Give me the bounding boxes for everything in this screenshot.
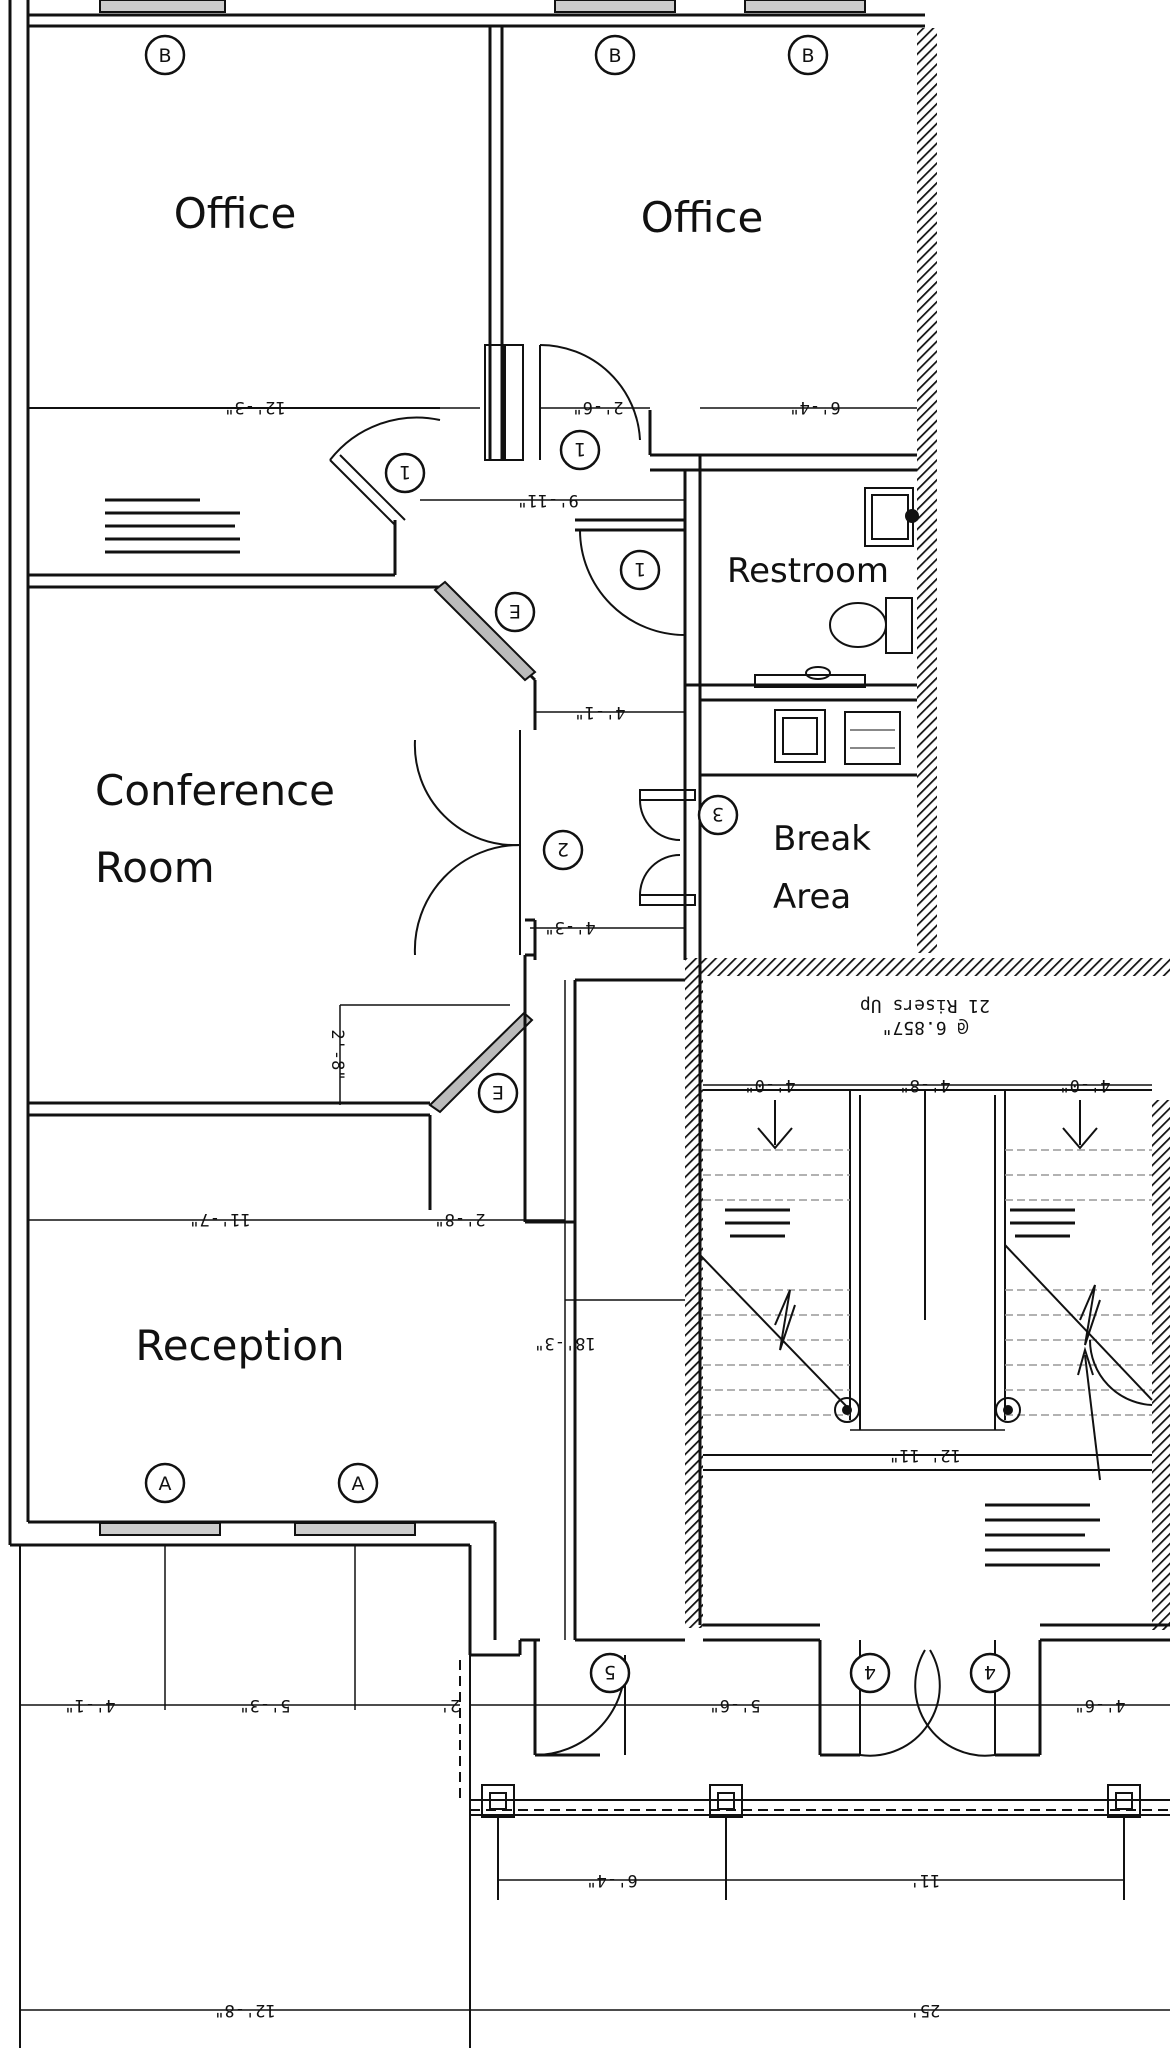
tag-corridor-1: 1: [399, 461, 411, 483]
dim-bottom-right: 4'-6": [1074, 1695, 1125, 1715]
tag-conf-upper: E: [509, 600, 521, 622]
tag-corridor-2: 1: [574, 438, 586, 460]
tag-entry-side: 5: [604, 1661, 616, 1683]
reception-hall: [523, 955, 577, 1640]
tag-break: 3: [712, 803, 724, 825]
bottom-windows: [99, 1522, 416, 1536]
dim-stair-top-left: 4'-0": [744, 1075, 795, 1095]
door-tags: [144, 34, 1011, 1694]
tag-restroom: 1: [634, 558, 646, 580]
dim-office-door-gap: 2'-6": [572, 397, 623, 417]
dimension-labels: 12'-3" 2'-6" 6'-4" 9'-11" 4'-1" 4'-3" 2'…: [64, 397, 1125, 2020]
dim-stair-top-right: 4'-0": [1059, 1075, 1110, 1095]
dim-total-left: 12'-8": [214, 2000, 275, 2020]
conference-double-door: [413, 730, 521, 956]
stair-risers-line2: @ 6.857": [882, 1017, 969, 1038]
dim-conf-door: 4'-3": [544, 917, 595, 937]
conference-upper-door: [433, 580, 537, 682]
stairs: [699, 1089, 1153, 1567]
dim-corridor-width: 9'-11": [517, 490, 578, 510]
dim-bottom-left-1: 4'-1": [64, 1695, 115, 1715]
tag-office-right-2: B: [801, 45, 814, 67]
room-label-conference-line2: Room: [95, 843, 215, 892]
top-windows: [99, 0, 866, 13]
room-label-break-line2: Area: [773, 877, 851, 917]
restroom-fixtures: [754, 487, 919, 688]
interior-walls: [28, 26, 1170, 1757]
dim-reception-width: 11'-7": [189, 1209, 250, 1229]
conference-lower-door: [428, 1011, 534, 1114]
tag-conf-lower: E: [492, 1081, 504, 1103]
office-door: [484, 343, 641, 461]
tag-window-1: A: [159, 1473, 172, 1495]
tag-office-left: B: [158, 45, 171, 67]
stair-labels: 21 Risers Up @ 6.857": [860, 995, 990, 1038]
dim-stair-top-mid: 4'-8": [899, 1075, 950, 1095]
dim-bottom-mid: 5'-6": [709, 1695, 760, 1715]
tag-conference: 2: [557, 838, 569, 860]
dim-canopy-left: 6'-4": [586, 1870, 637, 1890]
room-label-restroom: Restroom: [727, 551, 889, 591]
room-label-office-left: Office: [174, 189, 297, 238]
storage-note: [105, 498, 240, 554]
dim-hall-length: 18'-3": [534, 1333, 595, 1353]
dim-conf-depth: 2'-8": [327, 1029, 347, 1080]
canopy: [459, 1660, 1170, 1900]
tag-office-right-1: B: [608, 45, 621, 67]
dim-canopy-mid: 11': [910, 1870, 941, 1890]
exterior-walls: [8, 0, 925, 2048]
dim-total-right: 25': [910, 2000, 941, 2020]
room-label-reception: Reception: [135, 1321, 344, 1370]
restroom-door: [579, 529, 686, 636]
dim-office-left-width: 12'-3": [224, 397, 285, 417]
dim-reception-gap: 2'-8": [434, 1209, 485, 1229]
room-label-office-right: Office: [641, 193, 764, 242]
dim-stair-bottom: 12'-11": [889, 1445, 961, 1465]
door-tag-labels: B B B 1 1 1 E 2 3 E A A 5 4 4: [158, 45, 996, 1683]
corridor-door-diagonal: [329, 416, 441, 526]
room-label-break-line1: Break: [773, 819, 871, 859]
dimension-lines: [20, 407, 1170, 2011]
dim-bottom-left-2: 5'-3": [239, 1695, 290, 1715]
break-area-door: [639, 789, 696, 906]
break-area-fixtures: [774, 709, 901, 765]
dim-bottom-left-3: 2': [440, 1695, 460, 1715]
room-label-conference-line1: Conference: [95, 766, 335, 815]
room-labels: Office Office Restroom Conference Room B…: [95, 189, 889, 1370]
stair-risers-line1: 21 Risers Up: [860, 995, 990, 1016]
tag-entry-1: 4: [864, 1661, 876, 1683]
dim-break-corridor: 4'-1": [574, 702, 625, 722]
tag-entry-2: 4: [984, 1661, 996, 1683]
dim-office-right-width: 6'-4": [789, 397, 840, 417]
tag-window-2: A: [352, 1473, 365, 1495]
